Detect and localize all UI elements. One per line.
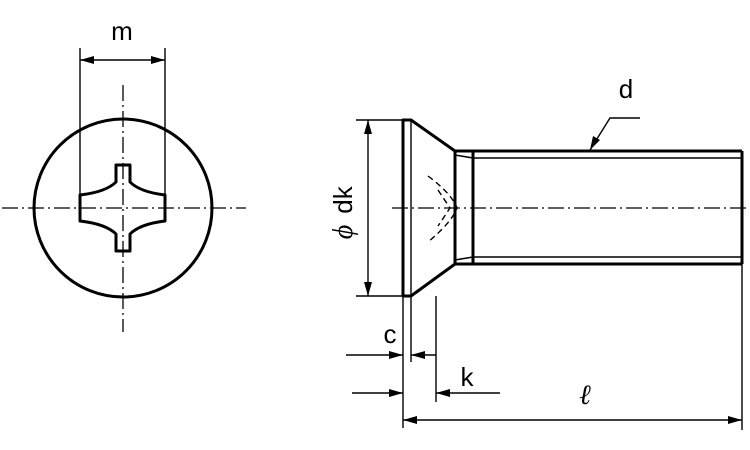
c-arrow-left: [389, 351, 403, 359]
k-arrow-right: [436, 389, 450, 397]
m-label: m: [111, 16, 133, 46]
length-label: ℓ: [579, 380, 591, 411]
k-arrow-left: [389, 389, 403, 397]
dk-dimension: ϕ dk: [328, 119, 403, 297]
screw-side-view: [392, 118, 750, 298]
c-label: c: [384, 319, 397, 349]
m-arrow-left: [80, 56, 94, 64]
d-label: d: [619, 74, 633, 104]
m-arrow-right: [151, 56, 165, 64]
c-arrow-right: [411, 351, 425, 359]
head-outline-circle: [32, 117, 214, 299]
recess-hidden-line: [427, 175, 458, 243]
dk-label: dk: [328, 185, 358, 213]
head-top-view: m: [2, 16, 246, 332]
phi-symbol: ϕ: [328, 225, 359, 240]
thread-runout-top: [454, 154, 474, 159]
d-leader-arrow: [590, 136, 600, 150]
d-callout: d: [589, 74, 640, 151]
dk-arrow-bottom: [364, 282, 372, 296]
length-dimension: ℓ: [403, 264, 743, 430]
d-leader-line: [589, 117, 640, 151]
length-arrow-right: [728, 416, 742, 424]
length-arrow-left: [403, 416, 417, 424]
thread-runout-bottom: [454, 256, 474, 261]
phillips-cross-recess: [78, 163, 167, 253]
k-dimension: k: [352, 296, 500, 402]
c-dimension: c: [346, 296, 436, 428]
dk-arrow-top: [364, 120, 372, 134]
k-label: k: [461, 362, 475, 392]
